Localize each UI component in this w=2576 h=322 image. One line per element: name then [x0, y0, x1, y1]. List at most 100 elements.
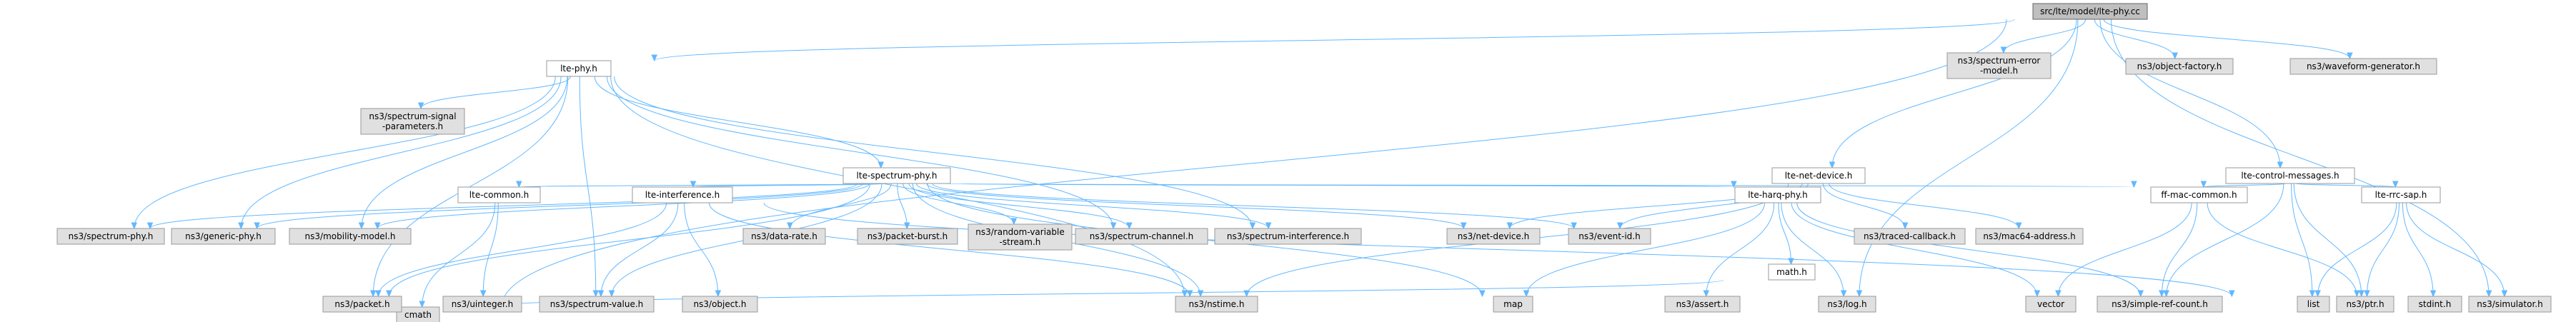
node-objfactory[interactable]: ns3/object-factory.h: [2125, 58, 2234, 75]
node-simplerefcount[interactable]: ns3/simple-ref-count.h: [2097, 296, 2223, 313]
node-label: ns3/spectrum-value.h: [550, 299, 644, 309]
edge-arrowhead: [2277, 161, 2284, 169]
edge-line: [501, 19, 2007, 308]
edge-arrowhead: [690, 181, 697, 188]
edge-lteinterf-to-specvalue: [597, 202, 679, 298]
edge-arrowhead: [375, 290, 382, 298]
node-specinterf[interactable]: ns3/spectrum-interference.h: [1214, 228, 1362, 245]
node-ssparams[interactable]: ns3/spectrum-signal-parameters.h: [360, 108, 465, 135]
node-nstime[interactable]: ns3/nstime.h: [1175, 296, 1258, 313]
node-label: -parameters.h: [382, 121, 443, 131]
edge-ltespecphy-to-specchan: [908, 183, 1133, 230]
node-packetburst[interactable]: ns3/packet-burst.h: [857, 228, 958, 245]
node-label: ns3/random-variable: [975, 227, 1065, 237]
edge-ltephy-to-ssparams: [417, 76, 571, 110]
node-packet[interactable]: ns3/packet.h: [322, 296, 402, 313]
node-assert[interactable]: ns3/assert.h: [1664, 296, 1741, 313]
node-datarate[interactable]: ns3/data-rate.h: [742, 228, 826, 245]
node-ltecommon[interactable]: lte-common.h: [457, 186, 541, 203]
node-box: [1854, 228, 1966, 245]
edge-line: [606, 76, 1114, 229]
edge-line: [2003, 19, 2087, 54]
node-box: [289, 228, 412, 245]
node-eventid[interactable]: ns3/event-id.h: [1568, 228, 1651, 245]
node-netdevice[interactable]: ns3/net-device.h: [1446, 228, 1541, 245]
node-randvar[interactable]: ns3/random-variable-stream.h: [968, 223, 1073, 251]
edge-arrowhead: [417, 102, 424, 110]
node-box: [2361, 186, 2441, 203]
node-label: ns3/packet-burst.h: [867, 231, 948, 241]
node-label: ns3/mobility-model.h: [305, 231, 396, 241]
node-vector[interactable]: vector: [2025, 296, 2077, 313]
edge-arrowhead: [1703, 290, 1710, 298]
edge-ltespecphy-to-eventid: [932, 183, 1577, 230]
edge-ltespecphy-to-randvar: [902, 183, 1018, 226]
node-lteharq[interactable]: lte-harq-phy.h: [1734, 186, 1821, 203]
node-box: [2025, 296, 2077, 313]
node-box: [1075, 228, 1208, 245]
node-cmath[interactable]: cmath: [396, 306, 440, 322]
node-label: lte-net-device.h: [1785, 171, 1853, 181]
node-mathh[interactable]: math.h: [1768, 263, 1816, 281]
edge-arrowhead: [1186, 290, 1193, 298]
edge-arrowhead: [2354, 290, 2360, 298]
node-ffmac[interactable]: ff-mac-common.h: [2150, 186, 2248, 203]
edge-line: [377, 183, 870, 229]
node-specvalue[interactable]: ns3/spectrum-value.h: [539, 296, 655, 313]
edge-line: [2094, 19, 2176, 59]
node-label: stdint.h: [2419, 299, 2452, 309]
node-stdint[interactable]: stdint.h: [2407, 296, 2462, 313]
node-root: src/lte/model/lte-phy.cc: [2032, 3, 2148, 20]
edge-line: [2367, 202, 2400, 297]
edge-ltephy-to-ltespecphy: [594, 76, 885, 169]
edge-arrowhead: [1840, 290, 1847, 298]
node-simulator[interactable]: ns3/simulator.h: [2468, 296, 2552, 313]
edge-line: [2203, 183, 2287, 188]
node-box: [968, 223, 1073, 251]
edge-arrowhead: [1010, 218, 1018, 226]
edge-ltersap-to-list: [2314, 202, 2397, 298]
node-lteinterf[interactable]: lte-interference.h: [632, 186, 733, 203]
node-mobility[interactable]: ns3/mobility-model.h: [289, 228, 412, 245]
edge-lteharq-to-assert: [1703, 202, 1775, 298]
node-genphy[interactable]: ns3/generic-phy.h: [171, 228, 276, 245]
edge-arrowhead: [651, 54, 658, 62]
node-box: [682, 296, 758, 313]
node-box: [457, 186, 541, 203]
edge-line: [422, 202, 496, 308]
node-specphy[interactable]: ns3/spectrum-phy.h: [56, 228, 165, 245]
node-label: lte-common.h: [469, 190, 529, 200]
node-ltespecphy[interactable]: lte-spectrum-phy.h: [842, 167, 951, 184]
edge-line: [1822, 183, 1906, 229]
node-uinteger[interactable]: ns3/uinteger.h: [442, 296, 522, 313]
node-tracedcb[interactable]: ns3/traced-callback.h: [1854, 228, 1966, 245]
edge-line: [420, 76, 571, 109]
edge-arrowhead: [787, 222, 793, 230]
edge-line: [961, 183, 2134, 188]
node-label: ns3/spectrum-phy.h: [69, 231, 154, 241]
node-list[interactable]: list: [2297, 296, 2330, 313]
edge-arrowhead: [1249, 222, 1256, 230]
node-ltersap[interactable]: lte-rrc-sap.h: [2361, 186, 2441, 203]
node-ptr[interactable]: ns3/ptr.h: [2336, 296, 2395, 313]
node-waveform[interactable]: ns3/waveform-generator.h: [2289, 58, 2437, 75]
edge-root-to-ltenetdevice: [1829, 19, 2077, 169]
node-mac64[interactable]: ns3/mac64-address.h: [1975, 228, 2084, 245]
node-specchan[interactable]: ns3/spectrum-channel.h: [1075, 228, 1208, 245]
edge-arrowhead: [1181, 290, 1188, 298]
node-label: ns3/waveform-generator.h: [2307, 61, 2420, 71]
node-box: [56, 228, 165, 245]
node-object[interactable]: ns3/object.h: [682, 296, 758, 313]
edge-arrowhead: [2309, 290, 2316, 298]
node-map[interactable]: map: [1493, 296, 1533, 313]
node-specerr[interactable]: ns3/spectrum-error-model.h: [1946, 52, 2052, 79]
edge-arrowhead: [2158, 290, 2165, 298]
edge-lteinterf-to-object: [684, 202, 722, 298]
node-log[interactable]: ns3/log.h: [1818, 296, 1876, 313]
node-ltenetdevice[interactable]: lte-net-device.h: [1771, 167, 1866, 184]
edge-arrowhead: [2200, 181, 2207, 188]
node-ltephy[interactable]: lte-phy.h: [546, 60, 612, 77]
node-ltectrl[interactable]: lte-control-messages.h: [2225, 167, 2355, 184]
node-label: ns3/data-rate.h: [751, 231, 817, 241]
